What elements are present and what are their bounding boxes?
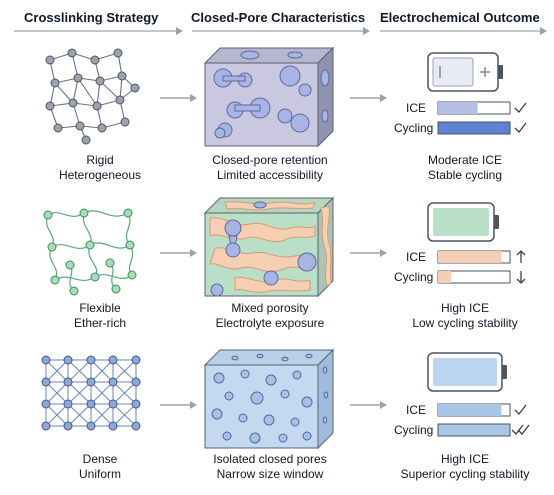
ice-label-3: ICE [406, 403, 427, 417]
check-icon [514, 404, 527, 415]
row3-outcome-caption: High ICE Superior cycling stability [390, 452, 540, 482]
row2-arrow-2 [350, 249, 387, 257]
arrow-down-icon [516, 271, 526, 284]
check-icon [514, 122, 527, 133]
rigid-caption: Rigid Heterogeneous [30, 153, 170, 183]
pore-label-1b: Limited accessibility [216, 168, 324, 182]
header-crosslinking-strategy: Crosslinking Strategy [24, 10, 159, 25]
strategy-label-2a: Flexible [79, 301, 121, 315]
row1-pore-caption: Closed-pore retention Limited accessibil… [195, 153, 345, 183]
outcome-label-3b: Superior cycling stability [400, 467, 530, 481]
pore-label-1a: Closed-pore retention [212, 153, 328, 167]
cycling-bar-fill-3 [437, 423, 511, 437]
strategy-label-3b: Uniform [78, 467, 121, 481]
row1-arrow-2 [350, 94, 387, 102]
dense-uniform-network-diagram [41, 355, 141, 431]
row2-pore-caption: Mixed porosity Electrolyte exposure [195, 301, 345, 331]
outcome-label-1b: Stable cycling [427, 168, 503, 182]
header-closed-pore-characteristics: Closed-Pore Characteristics [191, 10, 366, 25]
strategy-label-1a: Rigid [86, 153, 114, 167]
arrow-up-icon [516, 250, 526, 263]
ice-bar-fill-3 [438, 404, 502, 416]
battery-blue-icon [427, 352, 507, 392]
header-electrochemical-outcome: Electrochemical Outcome [380, 10, 540, 25]
rigid-network-diagram [45, 48, 140, 145]
cycling-label-2: Cycling [394, 270, 434, 284]
cycling-label-1: Cycling [394, 121, 434, 135]
outcome-label-2b: Low cycling stability [412, 316, 518, 330]
outcome-label-1a: Moderate ICE [427, 153, 503, 167]
outcome-label-3a: High ICE [440, 452, 490, 466]
row3-arrow-1 [160, 401, 197, 409]
check-icon [514, 102, 527, 113]
double-check-icon [511, 424, 530, 435]
cycling-bar-fill-1 [437, 121, 511, 135]
pore-label-3b: Narrow size window [216, 467, 324, 481]
row2-arrow-1 [160, 249, 197, 257]
battery-plus-minus-icon [427, 52, 503, 92]
row3-bars [437, 403, 530, 437]
ice-bar-fill-2 [438, 251, 502, 263]
pore-label-2a: Mixed porosity [231, 301, 309, 315]
strategy-label-2b: Ether-rich [73, 316, 126, 330]
row3-pore-caption: Isolated closed pores Narrow size window [195, 452, 345, 482]
row3-arrow-2 [350, 401, 387, 409]
row1-arrow-1 [160, 94, 197, 102]
outcome-label-2a: High ICE [440, 301, 490, 315]
pore-label-2b: Electrolyte exposure [215, 316, 325, 330]
strategy-label-3a: Dense [82, 452, 118, 466]
mixed-porosity-cube-2 [203, 196, 335, 298]
closed-pore-cube-1 [203, 46, 335, 148]
row1-bars [437, 101, 527, 135]
ice-bar-fill-1 [438, 102, 478, 114]
cycling-bar-fill-2 [438, 271, 451, 283]
header-arrows [14, 27, 547, 35]
row2-outcome-caption: High ICE Low cycling stability [395, 301, 535, 331]
battery-green-icon [427, 202, 499, 242]
ice-label-2: ICE [406, 250, 427, 264]
row1-outcome-caption: Moderate ICE Stable cycling [395, 153, 535, 183]
cycling-label-3: Cycling [394, 423, 434, 437]
strategy-label-1b: Heterogeneous [58, 168, 142, 182]
pore-label-3a: Isolated closed pores [213, 452, 327, 466]
dense-caption: Dense Uniform [30, 452, 170, 482]
ice-label-1: ICE [406, 101, 427, 115]
flexible-network-diagram [43, 208, 137, 296]
flexible-caption: Flexible Ether-rich [30, 301, 170, 331]
isolated-closed-pores-cube-3 [203, 348, 335, 450]
row2-bars [437, 250, 526, 284]
